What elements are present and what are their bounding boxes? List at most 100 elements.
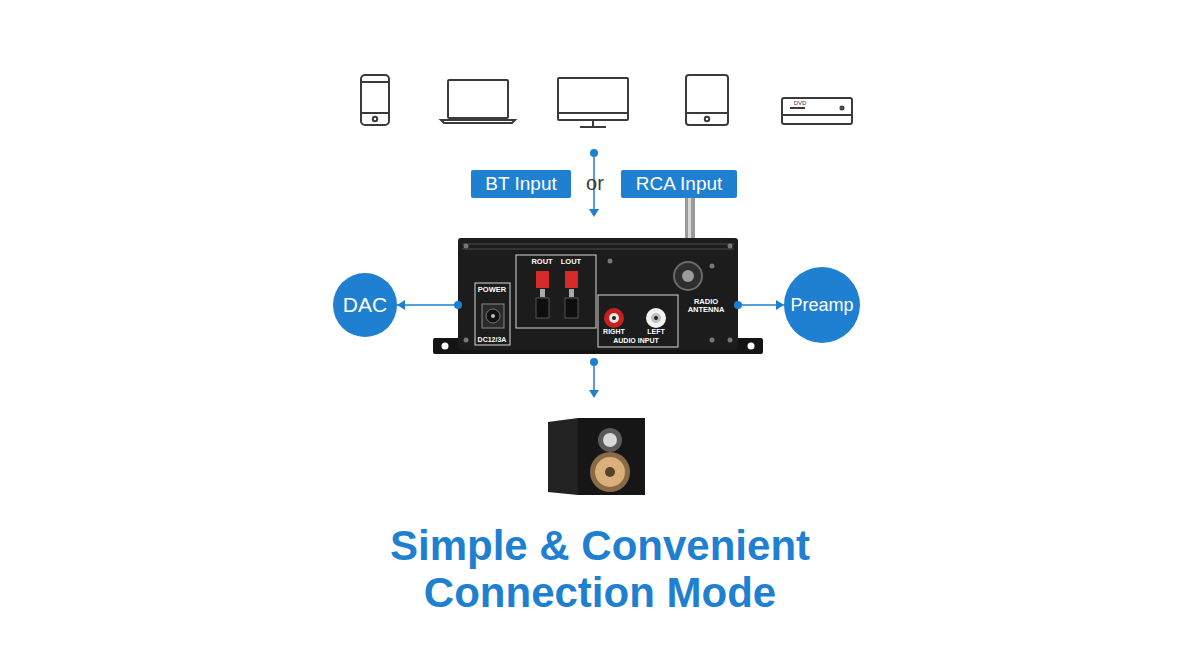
laptop-icon-part — [441, 120, 515, 123]
tablet-icon-part — [705, 117, 709, 121]
monitor-icon-part — [580, 126, 606, 128]
monitor-icon-part — [558, 78, 628, 120]
input-box: BT Input — [471, 170, 571, 198]
phone-icon-part — [373, 117, 377, 121]
speaker-illustration-part — [605, 467, 615, 477]
connector-dot — [734, 301, 742, 309]
amplifier-body — [433, 238, 763, 354]
speaker-illustration-part — [548, 418, 578, 495]
phone-icon-part — [361, 75, 389, 125]
dvd-player-icon-part — [782, 114, 852, 116]
dvd-player-icon-part — [790, 107, 805, 109]
dvd-player-icon — [782, 98, 852, 124]
tablet-icon-part — [686, 112, 728, 114]
amplifier-body-part — [565, 298, 578, 318]
amplifier-body-part — [654, 316, 658, 320]
amplifier-body-part — [710, 338, 715, 343]
panel-label: POWER — [477, 286, 507, 294]
diagram-title: Simple & Convenient Connection Mode — [340, 522, 860, 616]
amplifier-body-part — [491, 314, 495, 318]
connector-dot — [454, 301, 462, 309]
amplifier-body-part — [462, 244, 734, 249]
amplifier-body-part — [482, 304, 504, 328]
connector-arrow — [397, 300, 462, 310]
connector-arrow — [734, 300, 784, 310]
speaker-illustration-part — [603, 433, 617, 447]
arrow-head — [397, 300, 405, 310]
tablet-icon-part — [686, 75, 728, 125]
amplifier-body-part — [748, 343, 755, 350]
device-label: DVD — [790, 100, 810, 106]
amplifier-body-part — [612, 316, 616, 320]
amplifier-body-part — [458, 238, 738, 350]
amplifier-body-part — [608, 259, 613, 264]
input-box: RCA Input — [621, 170, 737, 198]
arrow-head — [776, 300, 784, 310]
amplifier-body-part — [536, 298, 549, 318]
output-wire-part — [589, 390, 599, 398]
speaker-illustration-part — [598, 428, 622, 452]
amplifier-body-part — [651, 313, 661, 323]
speaker-illustration-part — [595, 457, 625, 487]
phone-icon-part — [361, 81, 389, 83]
amplifier-body-part — [565, 271, 578, 288]
node-label: Preamp — [784, 267, 860, 343]
amplifier-body-part — [728, 244, 733, 249]
amplifier-body-part — [486, 309, 500, 323]
panel-label: LEFT — [641, 328, 671, 336]
speaker-illustration-part — [578, 418, 645, 495]
node-label: BT Input — [471, 170, 571, 198]
output-wire-part — [590, 358, 598, 366]
separator-word: or — [576, 172, 614, 195]
amplifier-body-part — [442, 343, 449, 350]
node-label: DAC — [333, 273, 397, 337]
amplifier-body-part — [540, 289, 545, 297]
speaker-illustration-part — [590, 452, 630, 492]
amplifier-panel: ROUTLOUT POWER DC12/3A RIGHT LEFTAUDIO INPUT… — [458, 238, 738, 350]
input-wire-part — [590, 149, 598, 157]
dvd-player-icon-part — [782, 98, 852, 124]
panel-label: DC12/3A — [473, 336, 511, 344]
node-label: RCA Input — [621, 170, 737, 198]
circle-fill — [333, 273, 397, 337]
connector-line — [738, 304, 784, 306]
amplifier-body-part — [674, 262, 702, 290]
output-circle: DAC — [333, 273, 397, 337]
panel-label: AUDIO INPUT — [606, 337, 666, 345]
amplifier-body-part — [604, 308, 624, 328]
amplifier-body-part-part — [462, 243, 734, 245]
amplifier-body-part — [728, 338, 733, 343]
amplifier-body-part — [516, 255, 596, 328]
monitor-icon — [558, 78, 628, 127]
speaker-illustration — [548, 418, 645, 495]
laptop-icon — [441, 80, 515, 123]
amplifier-body-part — [569, 289, 574, 297]
amplifier-body-part — [464, 244, 469, 249]
panel-label: ROUT — [527, 258, 557, 266]
amplifier-body-part — [598, 295, 678, 347]
circle-fill — [784, 267, 860, 343]
amplifier-body-part-part — [462, 248, 734, 250]
panel-label: RIGHT — [599, 328, 629, 336]
phone-icon — [361, 75, 389, 125]
panel-label: LOUT — [556, 258, 586, 266]
monitor-icon-part — [558, 112, 628, 114]
output-wire-part — [593, 366, 595, 392]
amplifier-body-part — [609, 313, 619, 323]
panel-label: RADIO ANTENNA — [684, 298, 728, 315]
connector-line — [397, 304, 458, 306]
amplifier-body-part — [710, 264, 715, 269]
output-circle: Preamp — [784, 267, 860, 343]
dvd-player-icon-part — [841, 107, 844, 110]
phone-icon-part — [361, 112, 389, 114]
amplifier-body-part — [682, 270, 694, 282]
laptop-icon-part — [448, 80, 508, 118]
tablet-icon — [686, 75, 728, 125]
monitor-icon-part — [592, 120, 594, 126]
amplifier-body-part — [475, 283, 510, 345]
input-wire-part — [589, 209, 599, 217]
amplifier-body-part — [536, 271, 549, 288]
amplifier-body-part — [464, 338, 469, 343]
amplifier-body-part — [646, 308, 666, 328]
